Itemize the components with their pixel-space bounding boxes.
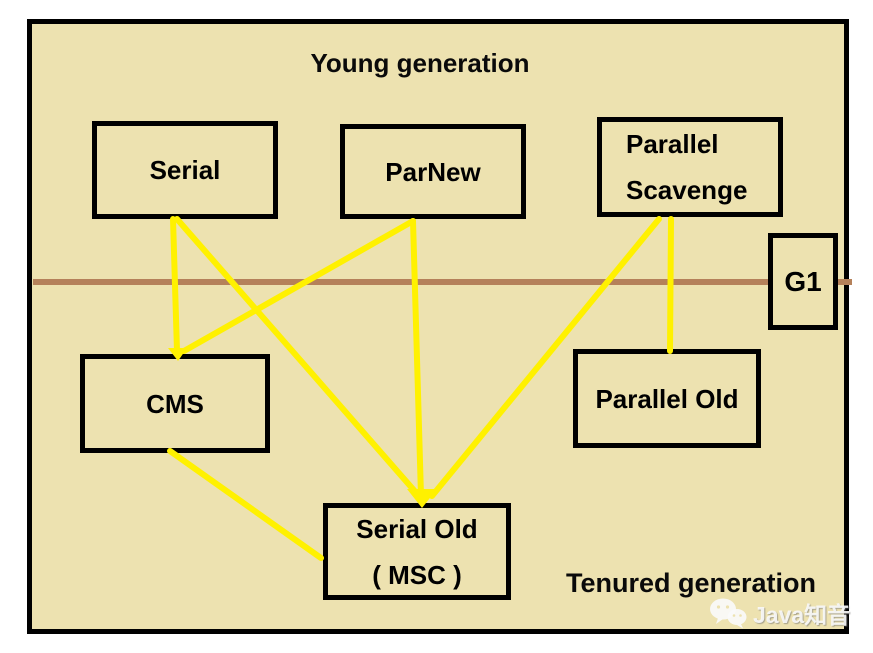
young-generation-label: Young generation <box>310 48 530 78</box>
node-serial: Serial <box>92 121 278 219</box>
node-cms-label: CMS <box>146 388 204 419</box>
tenured-generation-label: Tenured generation <box>566 568 817 598</box>
node-g1-label: G1 <box>784 265 822 297</box>
node-g1: G1 <box>768 233 838 330</box>
node-parallel-old: Parallel Old <box>573 349 761 448</box>
node-serial-label: Serial <box>149 155 221 185</box>
wechat-icon <box>710 598 747 628</box>
node-parallel-scavenge: Parallel Scavenge <box>597 117 783 217</box>
generation-divider-line <box>33 279 852 285</box>
node-parallel-scavenge-label-line2: Scavenge <box>626 175 748 205</box>
node-parallel-old-label: Parallel Old <box>595 383 739 414</box>
node-cms: CMS <box>80 354 270 453</box>
node-parallel-scavenge-label-line1: Parallel <box>626 129 719 159</box>
node-serial-old-label-line2: ( MSC ) <box>372 559 462 590</box>
watermark: Java知音 <box>708 596 850 630</box>
node-parnew-label: ParNew <box>385 156 481 187</box>
node-parnew: ParNew <box>340 124 526 219</box>
node-serial-old: Serial Old ( MSC ) <box>323 503 511 600</box>
node-serial-old-label-line1: Serial Old <box>356 513 478 544</box>
watermark-text: Java知音 <box>753 602 851 628</box>
